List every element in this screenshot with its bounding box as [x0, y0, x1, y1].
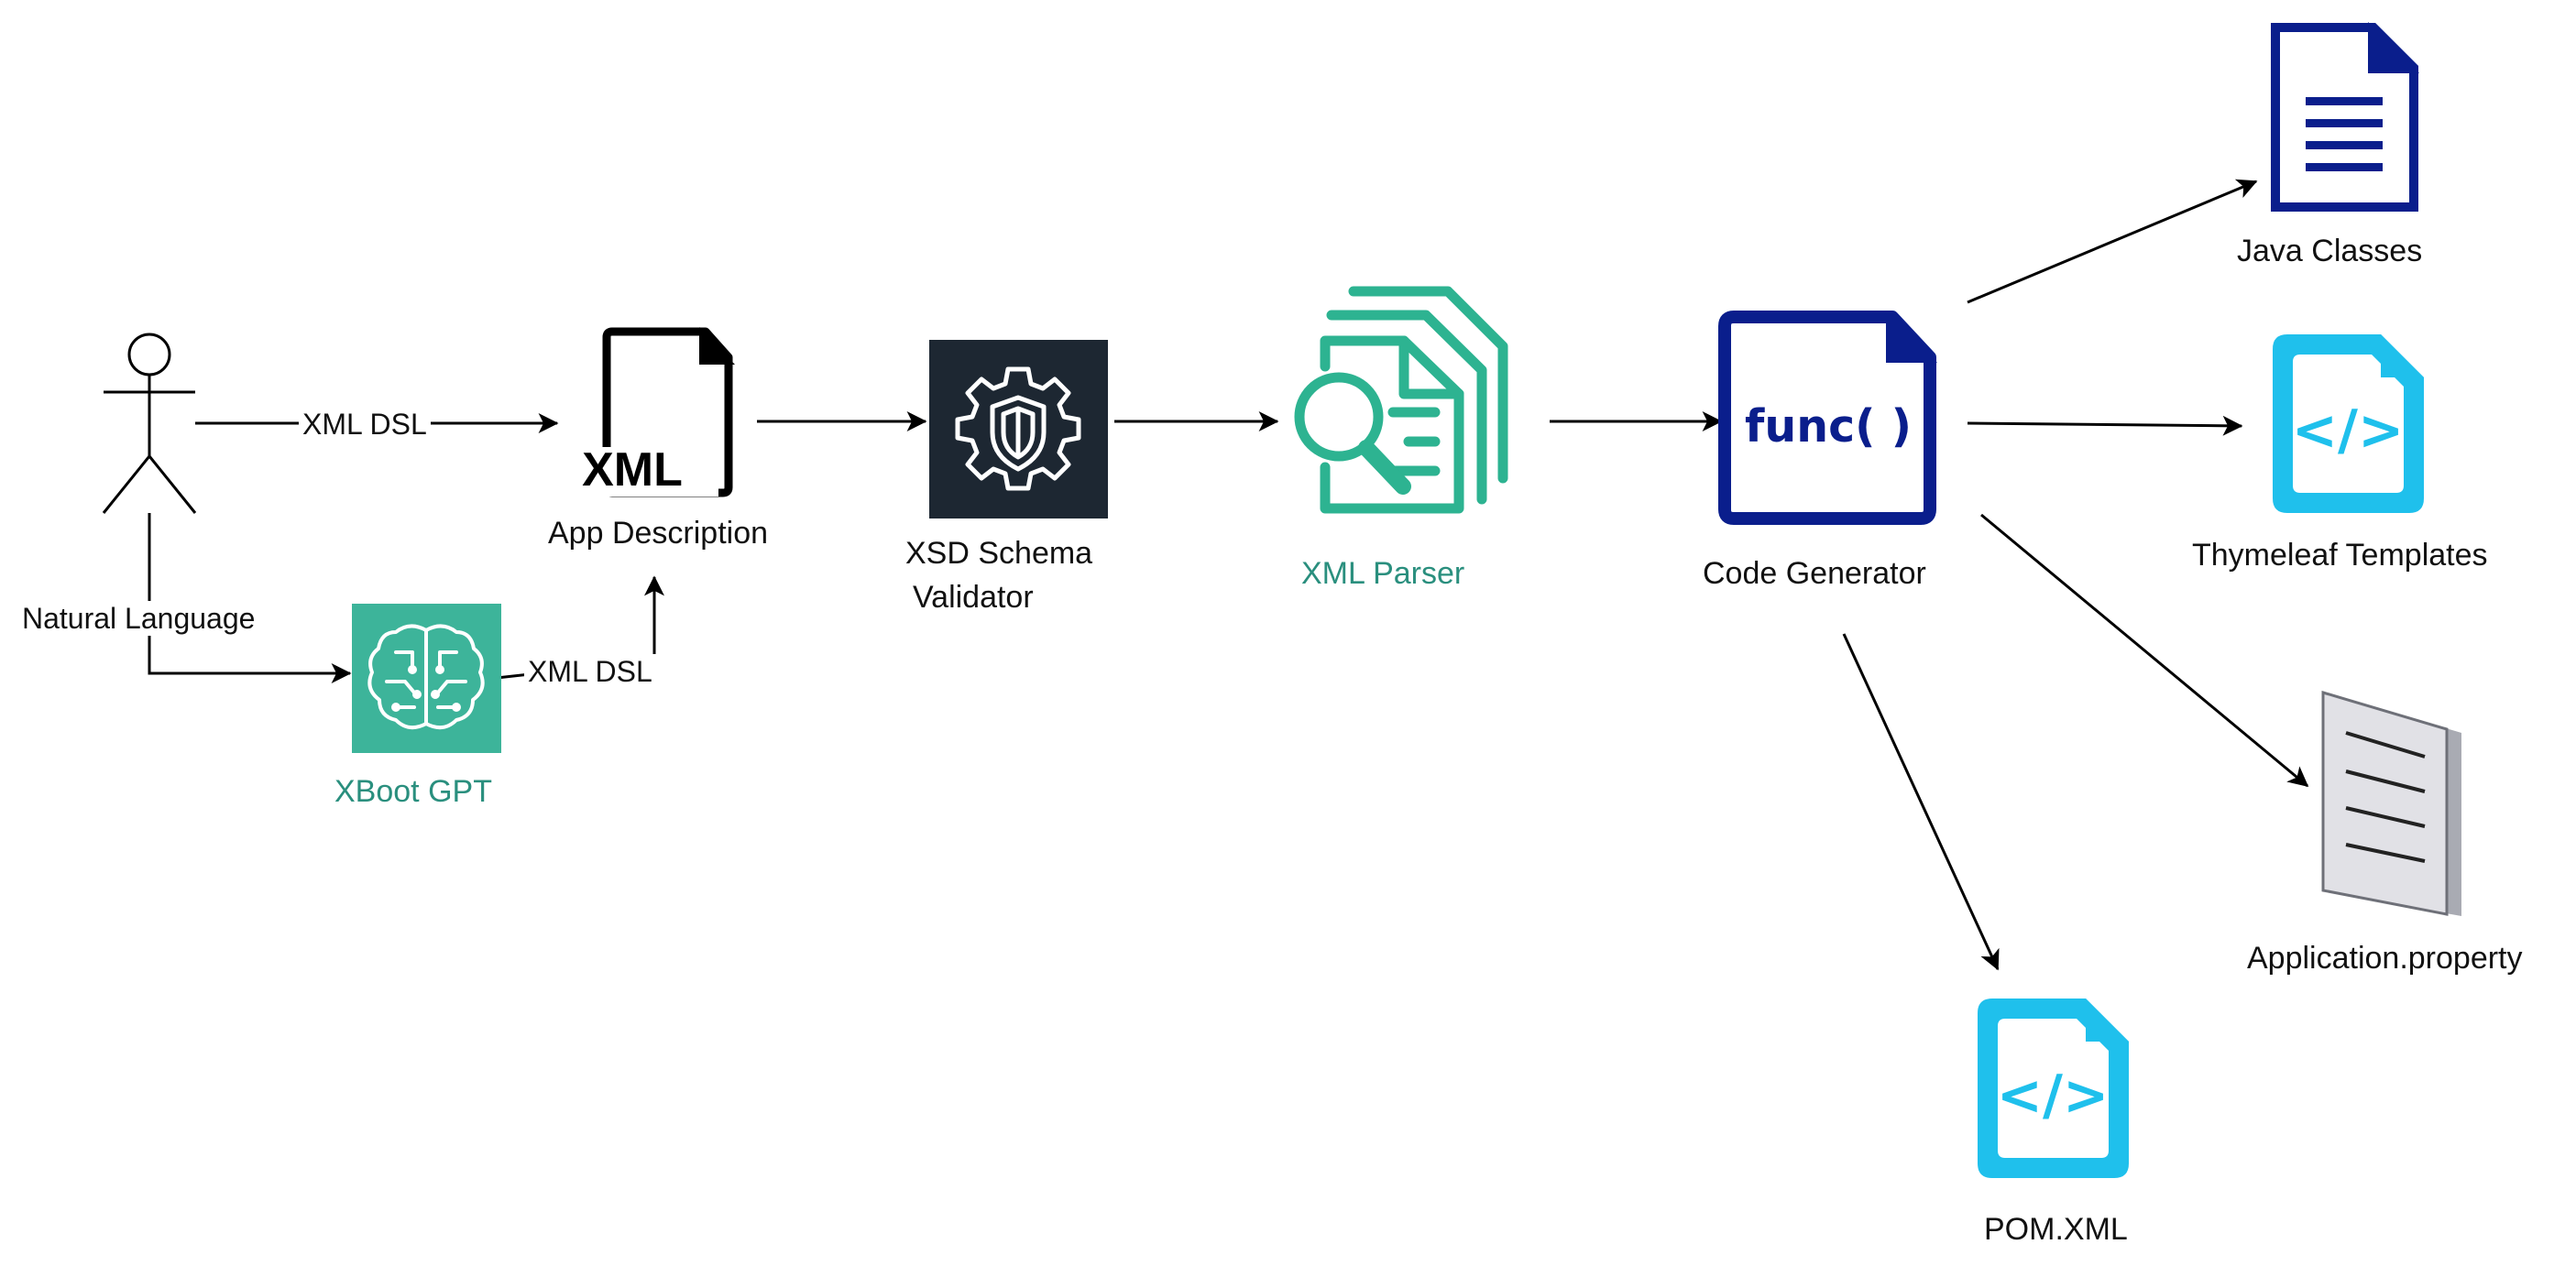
text-document-icon: [2271, 22, 2419, 212]
connectors: [148, 179, 2309, 971]
svg-text:XML: XML: [582, 443, 683, 497]
xsd-schema-label: XSD Schema: [905, 536, 1093, 571]
xml-file-icon: XML: [582, 327, 735, 497]
document-search-icon: [1294, 286, 1508, 514]
validator-label: Validator: [913, 580, 1034, 615]
app-description-label: App Description: [548, 516, 769, 551]
xboot-gpt-label: XBoot GPT: [334, 774, 492, 809]
arrow-generator-to-thymeleaf: [1967, 415, 2243, 436]
neural-brain-icon: [352, 604, 501, 753]
thymeleaf-templates-label: Thymeleaf Templates: [2192, 538, 2488, 573]
svg-text:</>: </>: [2292, 398, 2404, 463]
pom-xml-label: POM.XML: [1984, 1212, 2128, 1247]
edge-label-xml-dsl: XML DSL: [299, 407, 431, 442]
edge-label-xml-dsl-gpt: XML DSL: [524, 654, 656, 690]
actor-person-icon: [102, 333, 197, 514]
code-document-icon-pom: </>: [1978, 999, 2129, 1178]
code-generator-label: Code Generator: [1703, 556, 1926, 591]
svg-text:</>: </>: [1997, 1064, 2109, 1128]
application-property-label: Application.property: [2247, 941, 2523, 976]
edge-label-natural-language: Natural Language: [18, 601, 259, 637]
arrow-generator-to-pom: [1842, 633, 2000, 971]
property-file-icon: [2321, 690, 2461, 916]
arrow-actor-to-gpt: [148, 513, 352, 683]
arrow-generator-to-java: [1967, 179, 2258, 304]
shield-gear-icon: [929, 340, 1108, 518]
java-classes-label: Java Classes: [2237, 234, 2423, 268]
svg-text:func( ): func( ): [1745, 400, 1912, 453]
code-document-icon-thymeleaf: </>: [2273, 334, 2424, 513]
arrow-generator-to-property: [1980, 513, 2309, 788]
xml-parser-label: XML Parser: [1301, 556, 1465, 591]
function-document-icon: func( ): [1718, 311, 1937, 525]
